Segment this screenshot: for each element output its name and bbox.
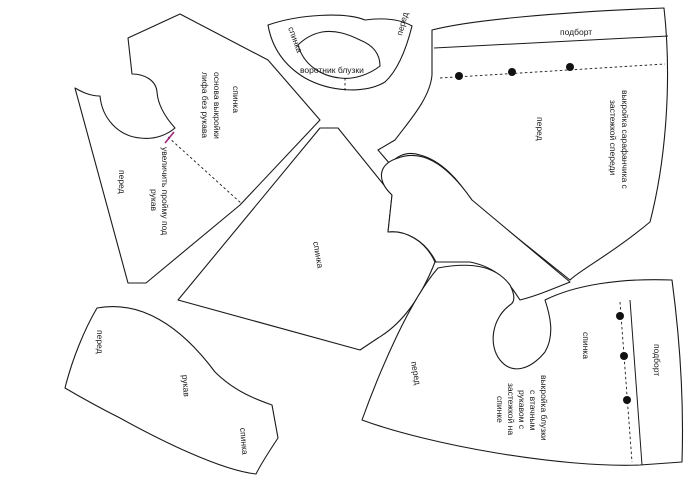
armhole-dashed-line	[167, 136, 243, 205]
blouse-title-label-5: спинке	[495, 396, 505, 423]
back-piece-label: спинка	[311, 241, 326, 270]
sundress-title-label-1: выкройка сарафанчика с	[620, 90, 630, 190]
blouse-facing-line	[629, 299, 643, 466]
blouse-title-label-4: застежкой на	[506, 383, 516, 435]
sleeve-outline	[64, 306, 279, 475]
sundress-piece: подборт перед выкройка сарафанчика с зас…	[377, 7, 669, 281]
blouse-button-3	[623, 396, 631, 404]
sleeve-front-label: перед	[95, 330, 105, 354]
back-piece: спинка	[177, 127, 436, 351]
bodice-base-label-2: лифа без рукава	[200, 72, 210, 138]
collar-piece: спинка перед воротник блузки	[267, 11, 413, 92]
bodice-base-label-1: основа выкройки	[212, 72, 222, 139]
bodice-armhole-label-2: рукав	[149, 189, 159, 212]
blouse-title-label-3: рукавом с	[517, 390, 527, 430]
sundress-front-label: перед	[535, 117, 545, 141]
sundress-facing-line	[433, 35, 669, 49]
blouse-outline	[361, 264, 684, 466]
sleeve-shoulder-outline	[380, 154, 571, 301]
sleeve-shoulder-piece	[380, 154, 571, 301]
armhole-mark	[164, 131, 175, 144]
blouse-back-label: спинка	[581, 332, 591, 359]
sleeve-back-label: спинка	[238, 427, 250, 455]
bodice-outline	[74, 13, 321, 284]
sundress-button-1	[455, 72, 463, 80]
blouse-front-label: перед	[409, 361, 423, 386]
blouse-title-label-1: выкройка блузки	[539, 375, 549, 441]
sundress-title-label-2: застежкой спереди	[608, 100, 618, 175]
blouse-button-1	[616, 312, 624, 320]
sundress-button-2	[508, 68, 516, 76]
bodice-back-label: спинка	[231, 86, 241, 113]
collar-outline	[267, 14, 413, 91]
sleeve-piece: перед рукав спинка	[64, 306, 279, 475]
bodice-piece: спинка основа выкройки лифа без рукава у…	[74, 13, 321, 284]
blouse-piece: перед спинка подборт выкройка блузки с в…	[361, 264, 684, 466]
bodice-armhole-label-1: увеличить пройму под	[160, 147, 170, 235]
blouse-facing-label: подборт	[652, 344, 662, 376]
sundress-facing-label: подборт	[560, 27, 592, 37]
blouse-button-line	[619, 301, 633, 463]
sleeve-sleeve-label: рукав	[180, 374, 192, 397]
blouse-button-2	[620, 352, 628, 360]
sundress-outline	[377, 7, 669, 281]
blouse-title-label-2: с втачным	[528, 390, 538, 431]
collar-title-label: воротник блузки	[300, 65, 364, 75]
bodice-front-label: перед	[117, 170, 127, 194]
sundress-button-3	[566, 63, 574, 71]
